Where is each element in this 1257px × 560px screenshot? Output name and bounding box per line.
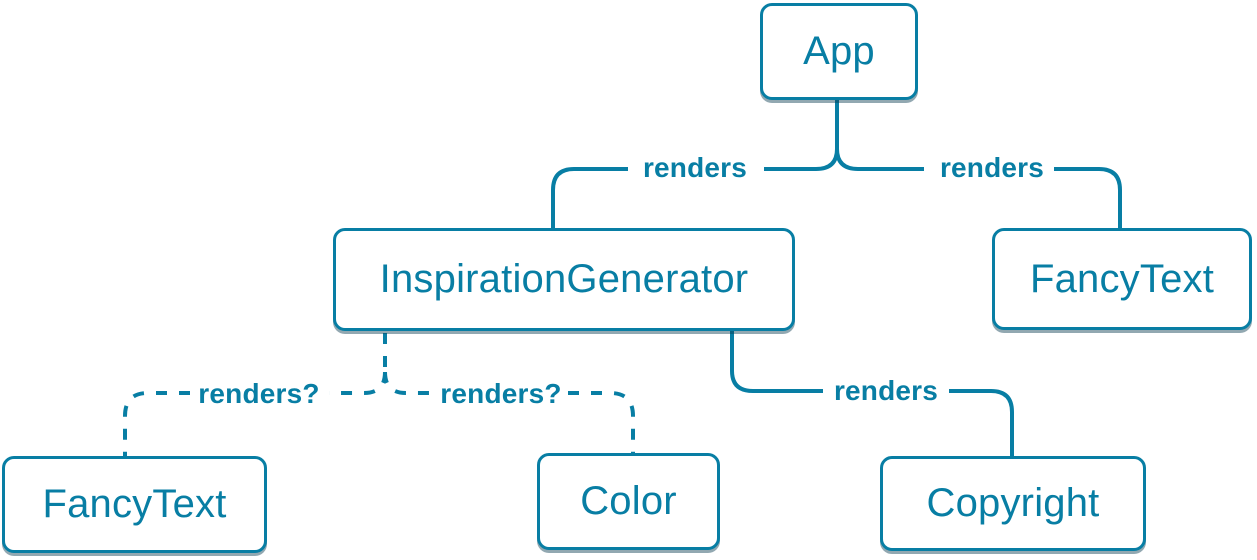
node-copyright: Copyright — [880, 456, 1146, 551]
edge-inspirationgenerator-to-fancytext-a — [329, 371, 387, 395]
edge-label-inspirationgenerator-copyright: renders — [833, 375, 939, 406]
node-color: Color — [537, 453, 720, 550]
edge-inspirationgenerator-to-color-a — [383, 371, 434, 395]
edge-label-inspirationgenerator-fancytext: renders? — [198, 378, 320, 409]
edge-app-to-inspirationgenerator-a — [764, 148, 839, 171]
edge-app-to-inspirationgenerator-b — [551, 167, 628, 229]
edge-app-to-fancytext-b — [1054, 167, 1122, 229]
edge-label-app-fancytext: renders — [939, 152, 1045, 183]
node-inspiration-generator: InspirationGenerator — [333, 228, 795, 331]
edge-inspirationgenerator-to-copyright-b — [949, 389, 1014, 457]
edge-label-app-inspirationgenerator: renders — [642, 152, 748, 183]
node-fancy-text-top: FancyText — [992, 228, 1252, 330]
edge-app-to-fancytext-a — [835, 148, 924, 171]
edge-label-inspirationgenerator-color: renders? — [440, 378, 562, 409]
edge-inspirationgenerator-to-color-b — [568, 391, 635, 453]
node-app: App — [760, 3, 918, 100]
edge-inspirationgenerator-to-copyright-a — [730, 331, 823, 393]
node-fancy-text-bottom: FancyText — [2, 456, 267, 553]
edge-inspirationgenerator-to-fancytext-b — [123, 391, 190, 456]
